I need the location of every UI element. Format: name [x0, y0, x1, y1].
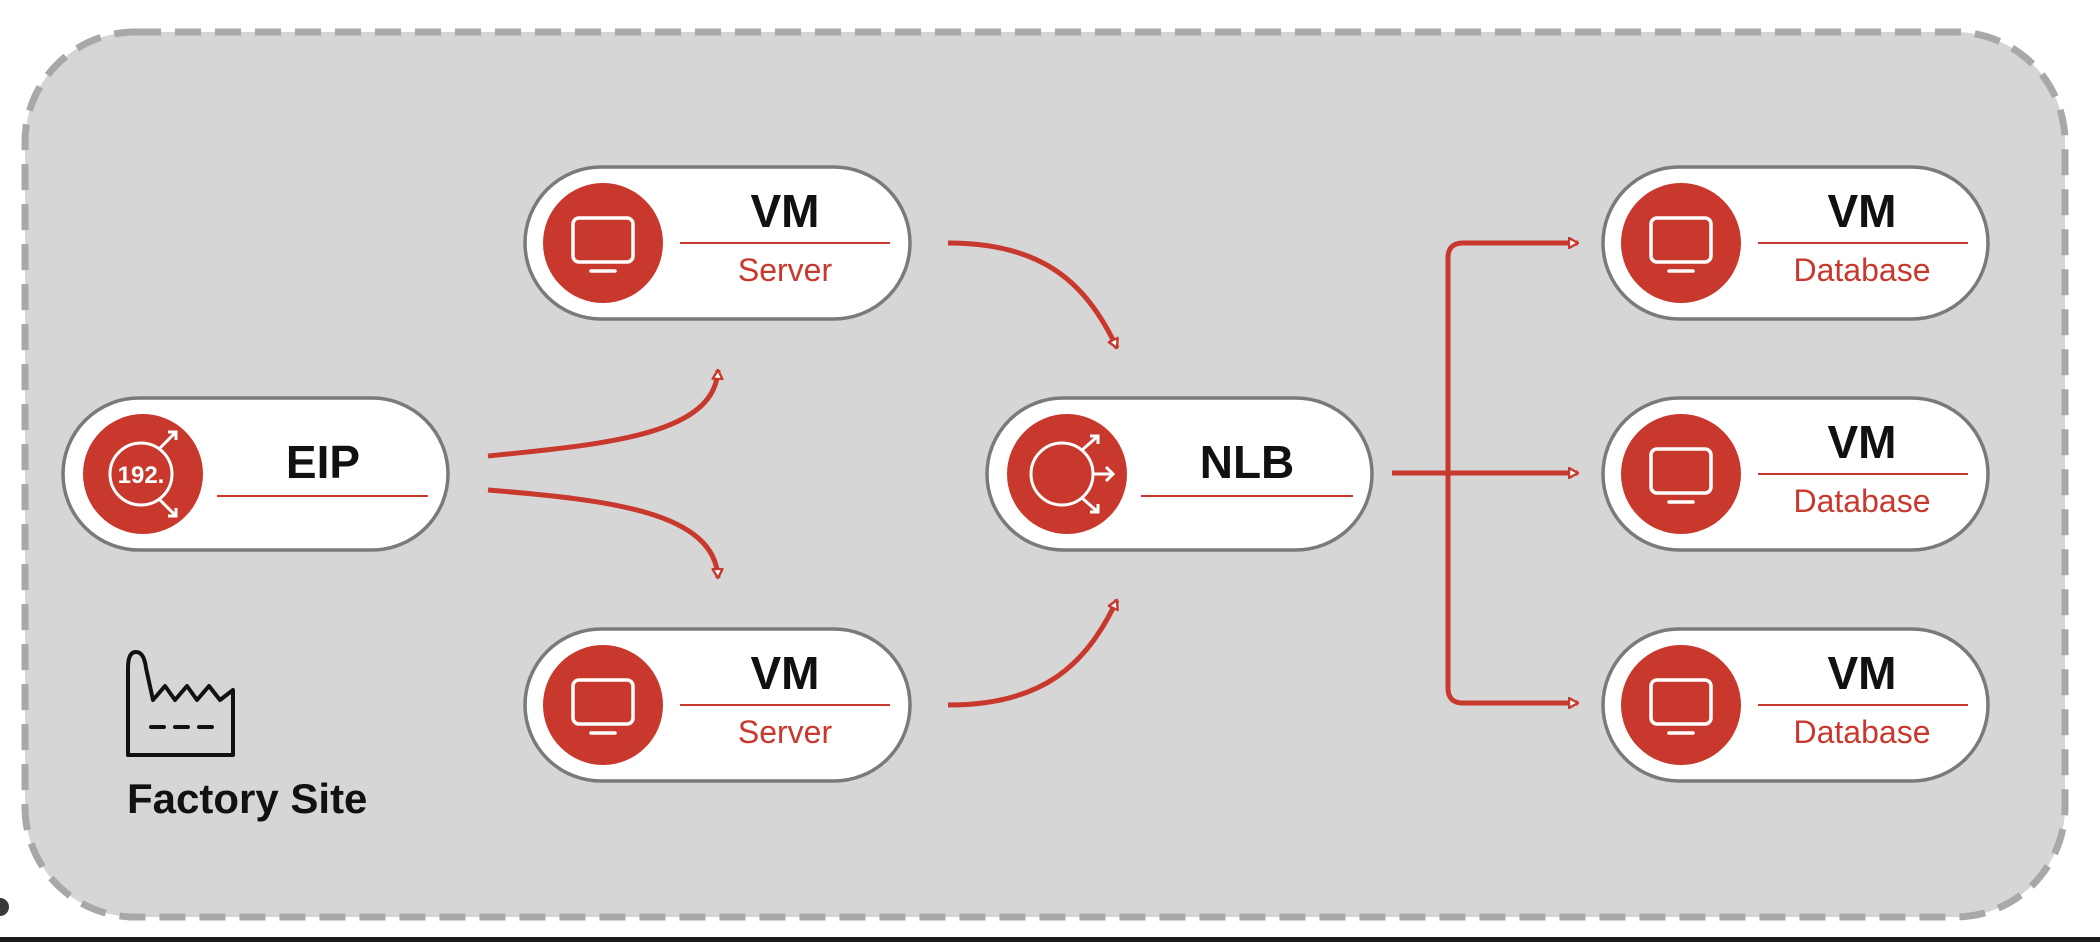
edges	[487, 240, 1578, 708]
eip-icon-text: 192.	[118, 462, 165, 489]
monitor-icon	[571, 678, 635, 735]
db-middle-title: VM	[1828, 416, 1897, 468]
server-bottom-title: VM	[751, 647, 820, 699]
edge-server-top-to-nlb	[947, 240, 1120, 348]
monitor-icon	[1649, 216, 1713, 273]
node-vm-database-middle[interactable]: VM Database	[1601, 396, 1990, 552]
load-balancer-icon	[1029, 434, 1116, 514]
nlb-title: NLB	[1200, 436, 1295, 488]
monitor-icon	[1649, 678, 1713, 735]
db-top-title: VM	[1828, 185, 1897, 237]
server-top-subtitle: Server	[738, 252, 833, 288]
monitor-icon	[1649, 447, 1713, 504]
corner-marker	[0, 898, 9, 916]
edge-eip-to-server-bottom	[487, 487, 718, 578]
server-top-title: VM	[751, 185, 820, 237]
factory-icon	[126, 650, 235, 757]
edge-eip-to-server-top	[487, 370, 718, 459]
node-eip[interactable]: 192. EIP	[61, 396, 450, 552]
edge-nlb-to-db-bottom	[1445, 473, 1578, 703]
node-vm-server-top[interactable]: VM Server	[523, 165, 912, 321]
db-bottom-subtitle: Database	[1794, 714, 1931, 750]
node-vm-database-top[interactable]: VM Database	[1601, 165, 1990, 321]
window-bottom-edge	[0, 937, 2100, 942]
node-vm-database-bottom[interactable]: VM Database	[1601, 627, 1990, 783]
factory-site-label: Factory Site	[127, 775, 367, 822]
server-bottom-subtitle: Server	[738, 714, 833, 750]
eip-title: EIP	[286, 436, 360, 488]
monitor-icon	[571, 216, 635, 273]
edge-server-bottom-to-nlb	[947, 600, 1120, 708]
db-middle-subtitle: Database	[1794, 483, 1931, 519]
node-vm-server-bottom[interactable]: VM Server	[523, 627, 912, 783]
db-bottom-title: VM	[1828, 647, 1897, 699]
ip-address-icon	[108, 430, 178, 518]
node-nlb[interactable]: NLB	[985, 396, 1374, 552]
db-top-subtitle: Database	[1794, 252, 1931, 288]
edge-nlb-to-db-top	[1445, 243, 1578, 473]
